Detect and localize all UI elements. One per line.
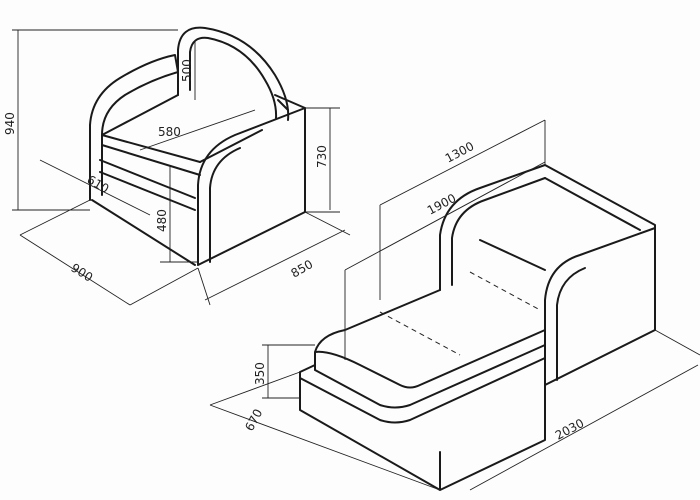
sofa-base <box>299 357 546 491</box>
armchair-arm-height-label: 730 <box>315 145 329 168</box>
sofa-fold-line-1 <box>379 311 461 356</box>
armchair-seat-depth-label: 610 <box>85 172 112 196</box>
sofa-fold-line-2 <box>469 271 541 311</box>
armchair-back-height-label: 500 <box>180 59 194 82</box>
sofa-bed-width-label: 670 <box>242 407 265 434</box>
armchair-left-arm <box>89 54 179 201</box>
sofa-bed-height-label: 350 <box>253 362 267 385</box>
armchair-right-arm-inner <box>209 147 241 263</box>
sofa-seat-top <box>479 177 641 271</box>
armchair-back <box>177 26 290 121</box>
sofa-bed <box>299 164 656 491</box>
sofa-back-arm <box>439 164 656 291</box>
armchair-seat-height-label: 480 <box>155 209 169 232</box>
armchair-seat-width-label: 580 <box>158 125 181 139</box>
armchair-depth-label: 850 <box>289 257 316 281</box>
sofa-bed-length-label: 1900 <box>425 191 459 218</box>
sofa-mattress <box>314 289 546 409</box>
sofa-right-arm <box>544 227 656 386</box>
sofa-dimensions <box>209 119 700 491</box>
armchair <box>89 26 306 266</box>
armchair-seat-back <box>101 94 263 163</box>
armchair-back-inner <box>189 36 278 119</box>
sofa-right-arm-inner <box>556 267 586 381</box>
armchair-right-arm <box>197 107 306 266</box>
armchair-width-label: 900 <box>68 261 95 285</box>
armchair-back-top <box>274 94 306 111</box>
sofa-back-arm-inner <box>451 177 546 286</box>
sofa-inner-length-label: 1300 <box>443 139 477 166</box>
sofa-total-length-label: 2030 <box>553 416 587 443</box>
armchair-seat <box>91 134 201 266</box>
armchair-height-label: 940 <box>3 112 17 135</box>
armchair-dimensions <box>12 29 351 306</box>
